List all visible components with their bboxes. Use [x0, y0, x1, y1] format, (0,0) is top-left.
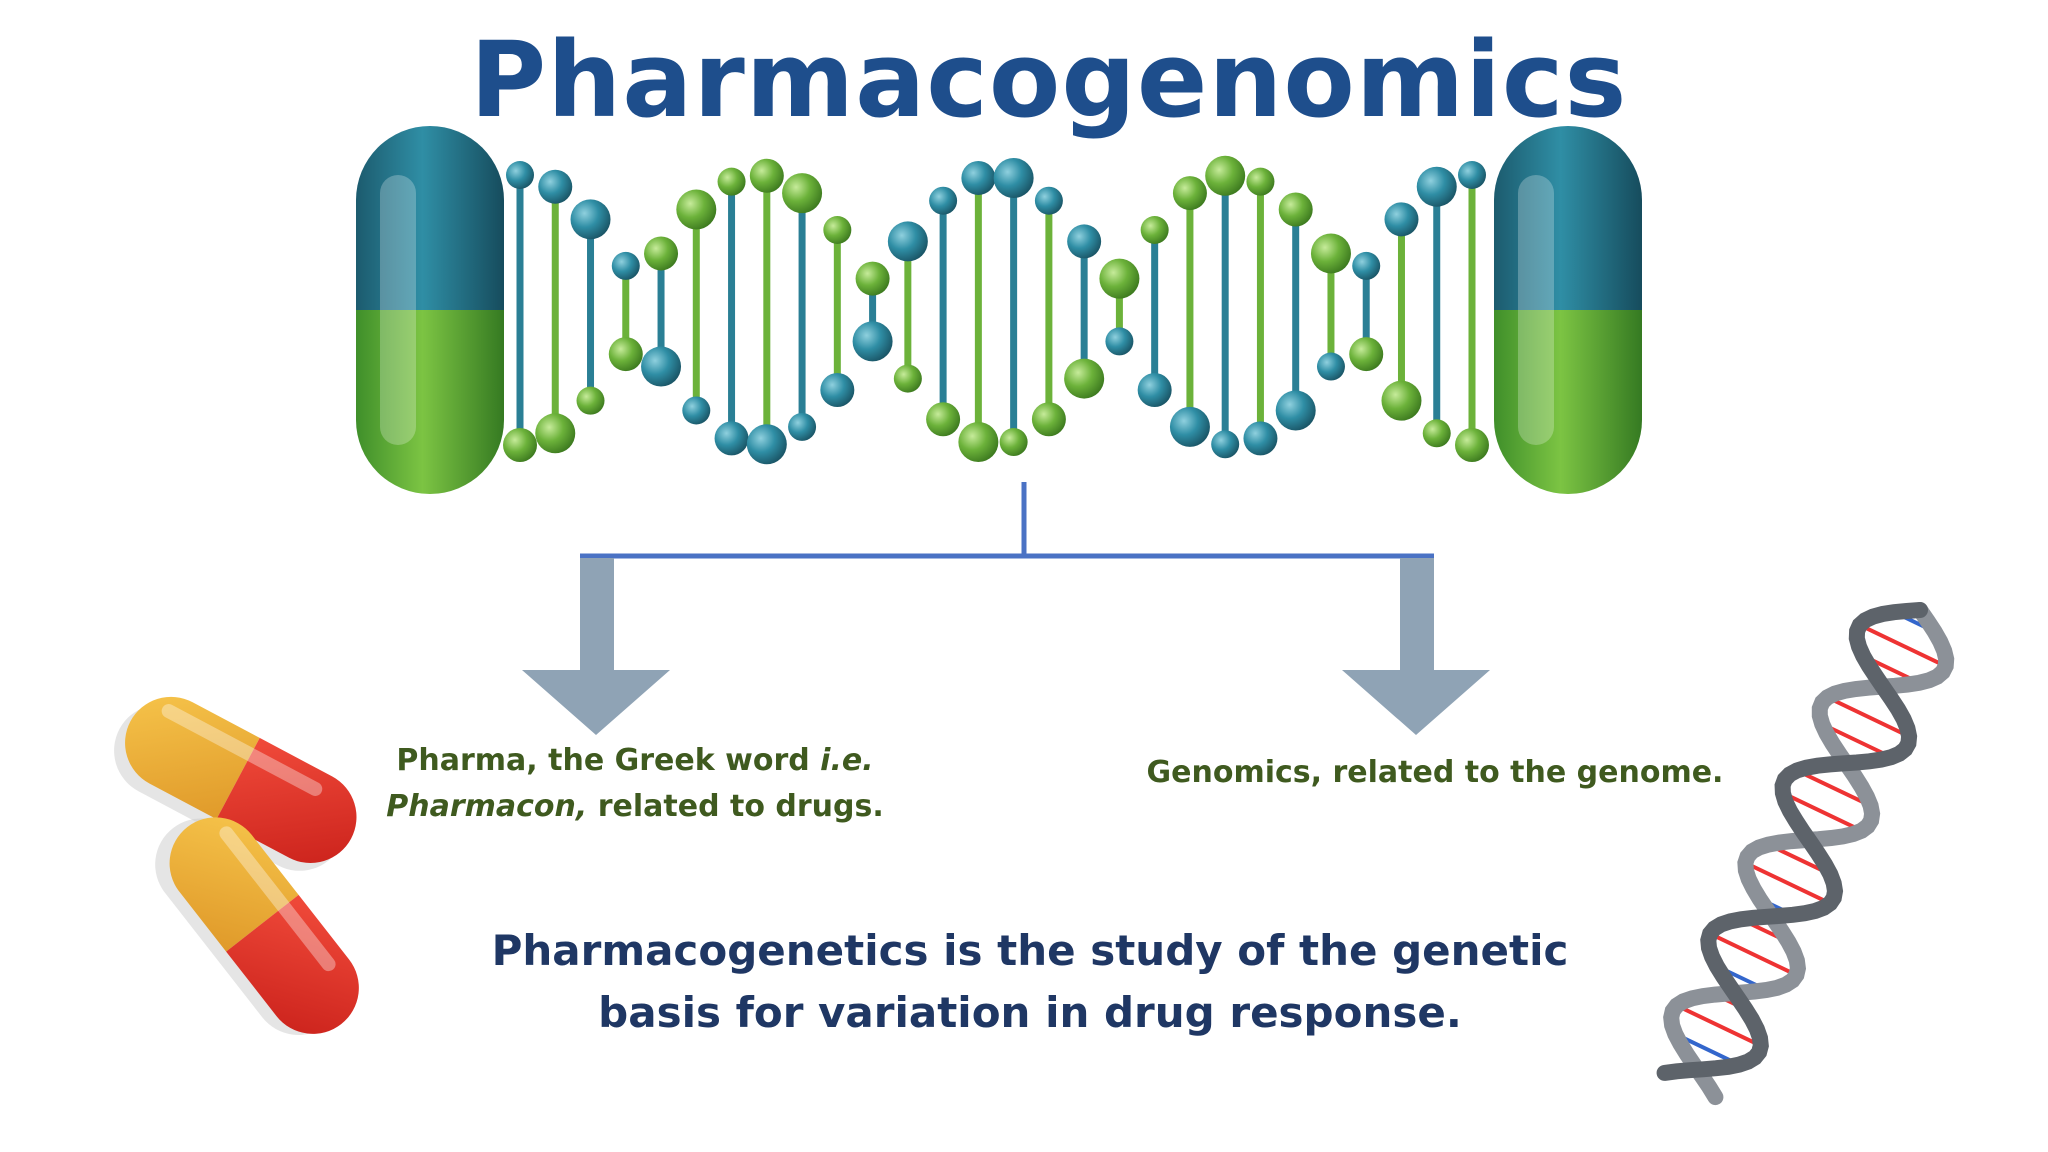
helix-base-pair: [1796, 768, 1872, 808]
helix-base-pair: [1821, 722, 1893, 759]
dna-node: [611, 251, 640, 280]
connector-lines: [580, 482, 1434, 559]
dna-node: [1384, 202, 1419, 237]
pills-icon: [114, 696, 359, 1035]
helix-base-pair: [1744, 861, 1831, 906]
dna-ladder-icon: [503, 155, 1489, 465]
dna-node: [570, 199, 611, 240]
right-capsule-icon: [1494, 126, 1642, 494]
dna-node: [1243, 421, 1278, 456]
dna-helix-icon: [1656, 602, 1955, 1106]
dna-node: [1034, 186, 1063, 215]
dna-node: [782, 173, 823, 214]
helix-base-pair: [1675, 1003, 1762, 1048]
dna-node: [993, 157, 1034, 198]
dna-node: [717, 167, 746, 196]
dna-node: [852, 321, 893, 362]
pharma-line2: related to drugs.: [587, 789, 884, 824]
dna-node: [893, 364, 922, 393]
dna-node: [1310, 233, 1351, 274]
dna-node: [1105, 327, 1134, 356]
page-title: Pharmacogenomics: [470, 19, 1628, 141]
dna-node: [1349, 337, 1384, 372]
dna-node: [1211, 430, 1240, 459]
dna-node: [506, 161, 534, 189]
dna-node: [1172, 176, 1207, 211]
pharma-pharmacon: Pharmacon,: [386, 789, 588, 824]
right-arrow-icon: [1342, 558, 1490, 735]
pharma-ie: i.e.: [820, 743, 874, 778]
dna-node: [855, 261, 890, 296]
dna-node: [1416, 166, 1457, 207]
dna-node: [1278, 192, 1313, 227]
dna-node: [1137, 373, 1172, 407]
dna-node: [1458, 161, 1486, 189]
dna-node: [749, 158, 784, 193]
dna-node: [644, 236, 679, 271]
helix-strand: [1656, 602, 1928, 1081]
helix-base-pair: [1826, 695, 1910, 739]
dna-node: [1275, 390, 1316, 431]
left-arrow-icon: [522, 558, 670, 735]
dna-node: [682, 396, 711, 425]
dna-node: [1455, 428, 1489, 462]
dna-node: [999, 428, 1028, 457]
definition-text: Pharmacogenetics is the study of the gen…: [460, 920, 1600, 1044]
dna-node: [1381, 380, 1422, 421]
dna-node: [641, 346, 682, 387]
dna-node: [576, 386, 605, 415]
dna-node: [1140, 216, 1169, 244]
dna-node: [1316, 352, 1345, 381]
dna-node: [820, 373, 855, 407]
dna-node: [746, 424, 787, 465]
dna-node: [926, 402, 961, 437]
dna-node: [676, 189, 717, 230]
dna-node: [823, 216, 852, 244]
pharma-line1: Pharma, the Greek word: [396, 743, 821, 778]
dna-node: [1205, 155, 1246, 196]
definition-line1: Pharmacogenetics is the study of the gen…: [491, 926, 1569, 975]
dna-node: [1064, 358, 1105, 399]
dna-node: [961, 160, 996, 195]
helix-base-pair: [1858, 623, 1947, 668]
genomics-description: Genomics, related to the genome.: [1146, 755, 1724, 790]
dna-node: [714, 421, 749, 456]
dna-node: [788, 412, 817, 441]
dna-node: [1246, 167, 1275, 196]
dna-node: [1169, 406, 1210, 447]
dna-node: [503, 428, 537, 462]
dna-node: [535, 413, 576, 454]
left-capsule-icon: [356, 126, 504, 494]
dna-node: [538, 169, 573, 204]
dna-node: [1352, 251, 1381, 280]
dna-node: [887, 221, 928, 262]
dna-node: [608, 337, 643, 372]
dna-node: [958, 422, 999, 463]
helix-base-pair: [1709, 931, 1798, 977]
dna-node: [1031, 402, 1066, 437]
dna-node: [1422, 419, 1451, 448]
dna-node: [1067, 224, 1102, 259]
pharma-description: Pharma, the Greek word i.e. Pharmacon, r…: [330, 738, 940, 830]
dna-node: [1099, 258, 1140, 299]
helix-base-pair: [1782, 791, 1863, 833]
dna-node: [929, 186, 958, 215]
definition-line2: basis for variation in drug response.: [598, 988, 1462, 1037]
